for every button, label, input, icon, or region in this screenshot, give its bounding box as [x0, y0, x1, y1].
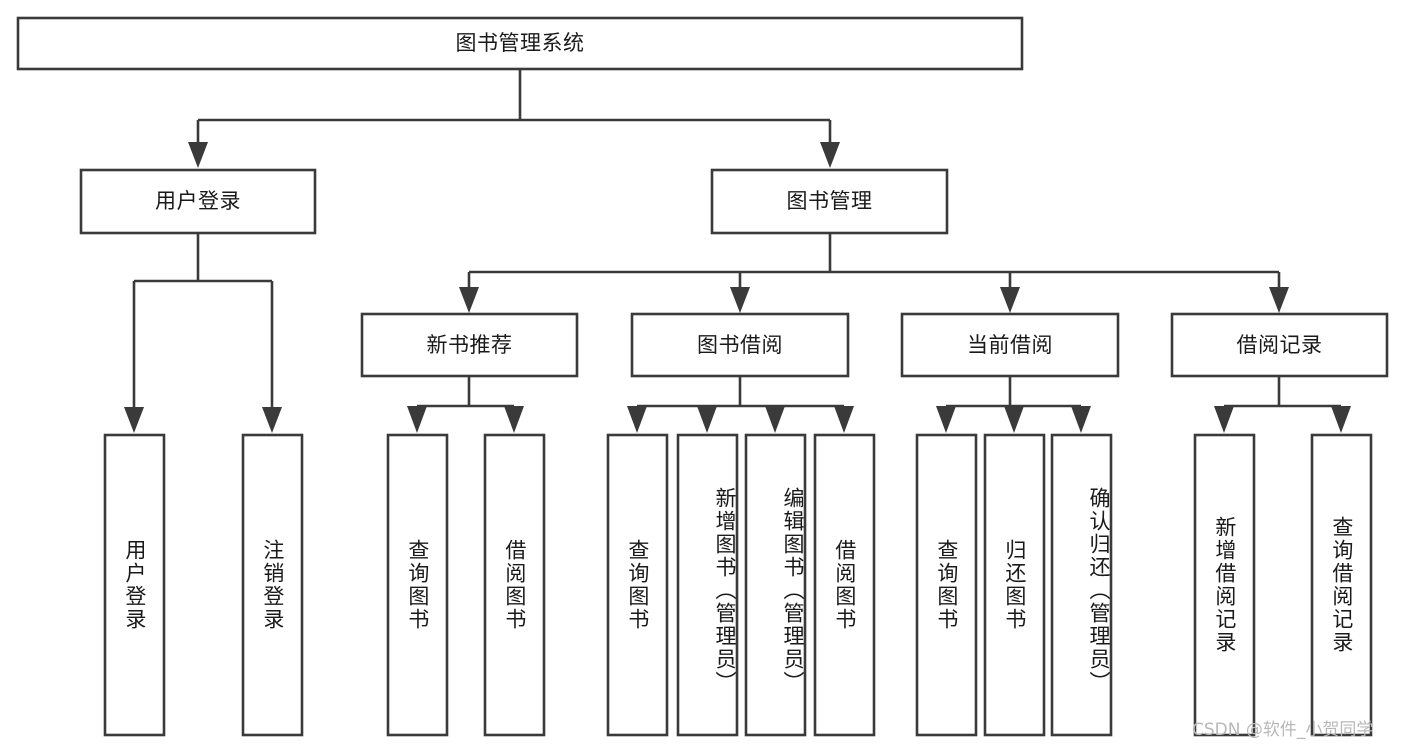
- node-box-leaf-borrow-record-1[interactable]: [1310, 433, 1373, 737]
- arrow-current-borrow-leaf-0: [936, 406, 956, 433]
- arrow-current-borrow-leaf-1: [1004, 406, 1024, 433]
- arrow-book-borrow-leaf-0: [627, 406, 647, 433]
- node-box-book-management[interactable]: [710, 168, 949, 235]
- csdn-watermark: CSDN @软件_小贺同学: [1192, 720, 1374, 740]
- arrow-user-login-leaf-1: [262, 407, 282, 433]
- arrow-borrow-record-leaf-1: [1331, 406, 1351, 433]
- arrow-book-borrow-leaf-1: [697, 406, 717, 433]
- node-box-leaf-new-book-1[interactable]: [483, 433, 546, 737]
- node-box-leaf-new-book-0[interactable]: [386, 433, 449, 737]
- arrow-book-mgmt-to-new-book: [459, 287, 479, 313]
- arrow-current-borrow-leaf-2: [1071, 406, 1091, 433]
- node-box-leaf-book-borrow-0[interactable]: [606, 433, 669, 737]
- node-box-leaf-current-borrow-0[interactable]: [915, 433, 978, 737]
- node-box-leaf-current-borrow-2[interactable]: [1050, 433, 1113, 737]
- arrow-new-book-leaf-1: [504, 406, 524, 433]
- arrow-root-to-user-login: [188, 142, 208, 168]
- connector-group-user-login: [124, 233, 282, 433]
- connector-group-root: [188, 69, 840, 168]
- node-box-leaf-book-borrow-1[interactable]: [676, 433, 739, 737]
- arrow-book-mgmt-to-record: [1269, 287, 1289, 313]
- connector-group-new-book: [407, 376, 524, 433]
- node-box-leaf-book-borrow-2[interactable]: [744, 433, 807, 737]
- node-box-book-borrow[interactable]: [630, 312, 850, 378]
- arrow-book-borrow-leaf-3: [834, 406, 854, 433]
- node-box-leaf-borrow-record-0[interactable]: [1193, 433, 1256, 737]
- node-box-leaf-current-borrow-1[interactable]: [983, 433, 1046, 737]
- arrow-root-to-book-mgmt: [820, 142, 840, 168]
- arrow-user-login-leaf-0: [124, 407, 144, 433]
- node-box-new-book-recommend[interactable]: [360, 312, 579, 378]
- arrow-new-book-leaf-0: [407, 406, 427, 433]
- connector-group-current-borrow: [936, 376, 1091, 433]
- node-box-leaf-book-borrow-3[interactable]: [813, 433, 876, 737]
- node-box-current-borrow[interactable]: [900, 312, 1120, 378]
- node-box-user-login[interactable]: [79, 168, 317, 235]
- node-box-root[interactable]: [16, 16, 1024, 71]
- arrow-book-mgmt-to-borrow: [730, 287, 750, 313]
- node-box-leaf-user-login-0[interactable]: [103, 433, 166, 737]
- connector-group-book-borrow: [627, 376, 854, 433]
- arrow-book-borrow-leaf-2: [765, 406, 785, 433]
- arrow-borrow-record-leaf-0: [1214, 406, 1234, 433]
- connector-group-book-mgmt: [459, 233, 1289, 313]
- node-box-borrow-record[interactable]: [1170, 312, 1389, 378]
- connector-group-borrow-record: [1214, 376, 1351, 433]
- arrow-book-mgmt-to-current: [1000, 287, 1020, 313]
- node-box-leaf-user-login-1[interactable]: [241, 433, 304, 737]
